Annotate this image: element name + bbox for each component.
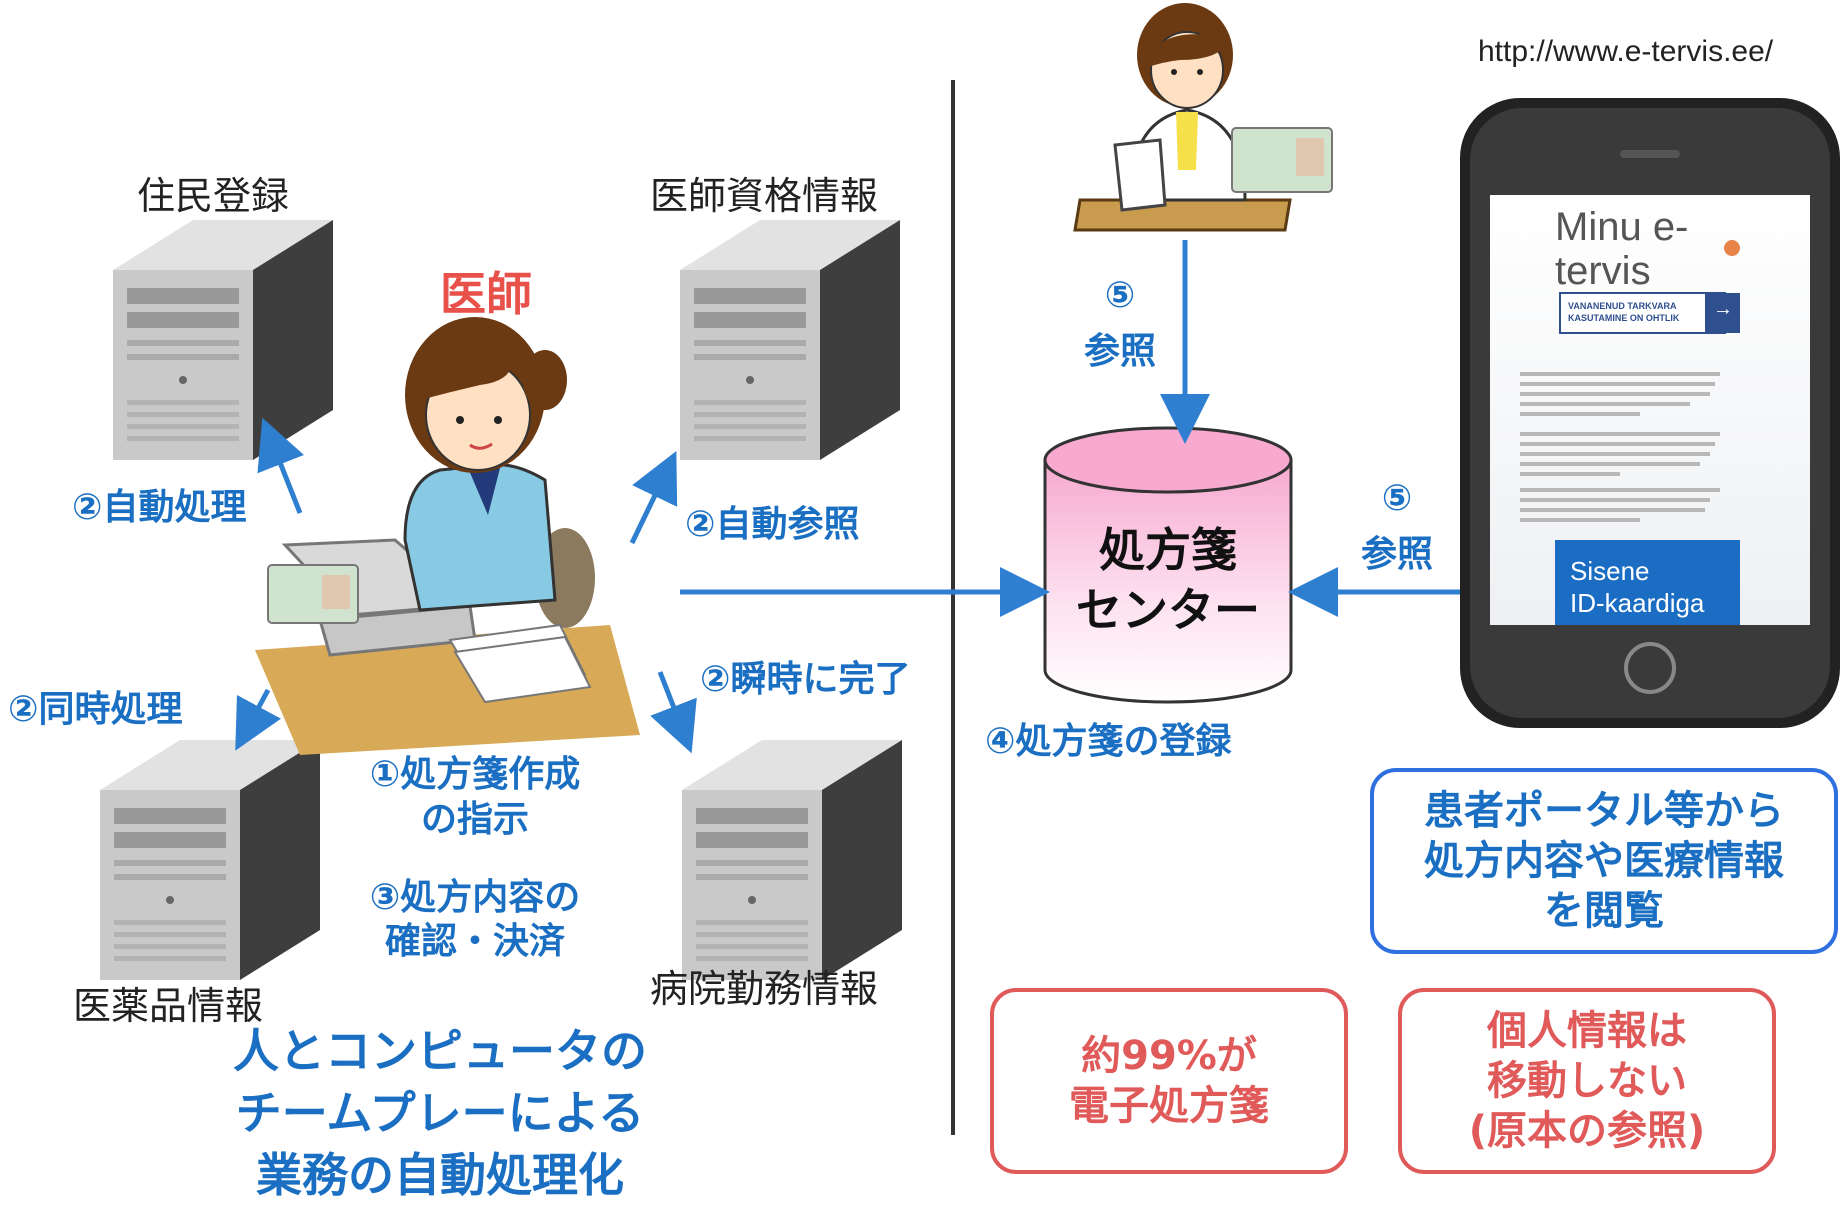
step1-line1: ①処方箋作成 bbox=[369, 754, 581, 795]
portal-line2: 処方内容や医療情報 bbox=[1424, 838, 1784, 884]
server-medicine-label: 医薬品情報 bbox=[73, 984, 264, 1028]
smartphone-icon bbox=[1460, 98, 1840, 728]
pharmacist-illustration bbox=[1073, 3, 1333, 232]
phone-banner-arrow-icon: → bbox=[1713, 298, 1733, 320]
team-caption: 人とコンピュータの チームプレーによる 業務の自動処理化 bbox=[190, 1020, 690, 1206]
doctor-label: 医師 bbox=[440, 267, 532, 321]
team-caption-line2: チームプレーによる bbox=[235, 1086, 645, 1140]
server-doctor-qual-label: 医師資格情報 bbox=[650, 174, 879, 218]
prescription-center-label: 処方箋 センター bbox=[1050, 520, 1286, 640]
arrow-to-doctor-qual bbox=[629, 450, 678, 545]
server-doctor-qual-icon bbox=[680, 220, 900, 460]
step3-line2: 確認・決済 bbox=[384, 921, 565, 962]
privacy-box: 個人情報は 移動しない (原本の参照) bbox=[1398, 988, 1776, 1174]
ref-top-number: ⑤ bbox=[1104, 275, 1136, 316]
simultaneous-process-label: ②同時処理 bbox=[8, 689, 183, 730]
server-hospital-icon bbox=[682, 740, 902, 980]
phone-title: Minu e- tervis bbox=[1555, 205, 1688, 293]
db-line2: センター bbox=[1076, 583, 1260, 637]
arrow-to-medicine bbox=[235, 688, 281, 751]
team-caption-line1: 人とコンピュータの bbox=[233, 1024, 647, 1078]
flow-arrows bbox=[235, 240, 1460, 754]
ref-top-label: 参照 bbox=[1083, 331, 1156, 372]
doctor-illustration bbox=[255, 317, 640, 755]
portal-box: 患者ポータル等から 処方内容や医療情報 を閲覧 bbox=[1370, 768, 1838, 954]
server-hospital-label: 病院勤務情報 bbox=[650, 967, 879, 1011]
auto-reference-label: ②自動参照 bbox=[685, 504, 860, 545]
phone-login-line2: ID-kaardiga bbox=[1570, 588, 1705, 618]
auto-process-label: ②自動処理 bbox=[72, 487, 247, 528]
step3-line1: ③処方内容の bbox=[369, 877, 581, 918]
portal-url: http://www.e-tervis.ee/ bbox=[1478, 35, 1774, 68]
arrow-to-hospital bbox=[650, 671, 697, 754]
server-resident-icon bbox=[113, 220, 333, 460]
step1-line2: の指示 bbox=[420, 799, 529, 840]
ninety-nine-line1: 約99%が bbox=[1081, 1033, 1257, 1079]
ref-right-label: 参照 bbox=[1360, 534, 1433, 575]
phone-banner-line1: VANANENUD TARKVARA bbox=[1568, 301, 1677, 311]
portal-line3: を閲覧 bbox=[1544, 888, 1664, 934]
register-label: ④処方箋の登録 bbox=[985, 721, 1232, 762]
portal-line1: 患者ポータル等から bbox=[1424, 788, 1784, 834]
arrow-to-resident bbox=[257, 417, 304, 514]
phone-title-line1: Minu e- bbox=[1555, 205, 1689, 249]
team-caption-line3: 業務の自動処理化 bbox=[256, 1148, 624, 1202]
server-medicine-icon bbox=[100, 740, 320, 980]
phone-banner: VANANENUD TARKVARA KASUTAMINE ON OHTLIK bbox=[1568, 300, 1679, 324]
ref-right-number: ⑤ bbox=[1381, 478, 1413, 519]
instant-complete-label: ②瞬時に完了 bbox=[700, 659, 911, 700]
ninety-nine-line2: 電子処方箋 bbox=[1069, 1083, 1269, 1129]
phone-login-button: Sisene ID-kaardiga bbox=[1570, 555, 1704, 619]
privacy-line2: 移動しない bbox=[1487, 1058, 1687, 1104]
ninety-nine-box: 約99%が 電子処方箋 bbox=[990, 988, 1348, 1174]
phone-banner-line2: KASUTAMINE ON OHTLIK bbox=[1568, 313, 1680, 323]
phone-title-line2: tervis bbox=[1555, 249, 1651, 293]
db-line1: 処方箋 bbox=[1099, 523, 1237, 577]
phone-login-line1: Sisene bbox=[1570, 556, 1650, 586]
privacy-line1: 個人情報は bbox=[1487, 1008, 1687, 1054]
privacy-line3: (原本の参照) bbox=[1468, 1108, 1706, 1154]
prescription-center-database-icon bbox=[1043, 426, 1293, 704]
server-resident-label: 住民登録 bbox=[137, 174, 290, 218]
